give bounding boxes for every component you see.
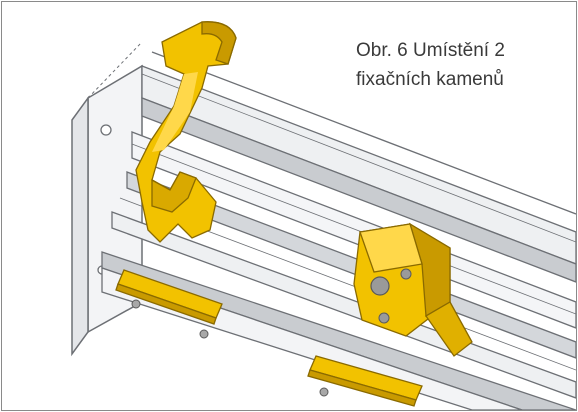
yellow-latch-clip	[135, 21, 237, 243]
end-cap-plate	[71, 64, 143, 357]
caption-line-2: fixačních kamenů	[356, 69, 504, 90]
figure-caption: Obr. 6 Umístění 2 fixačních kamenů	[356, 36, 566, 94]
fixing-block	[353, 222, 473, 357]
fixing-stone-right	[307, 355, 423, 407]
caption-line-1: Obr. 6 Umístění 2	[356, 40, 505, 61]
dashed-guide-line	[87, 41, 143, 99]
aluminium-rail	[101, 51, 576, 410]
fixing-stone-left	[115, 269, 223, 339]
